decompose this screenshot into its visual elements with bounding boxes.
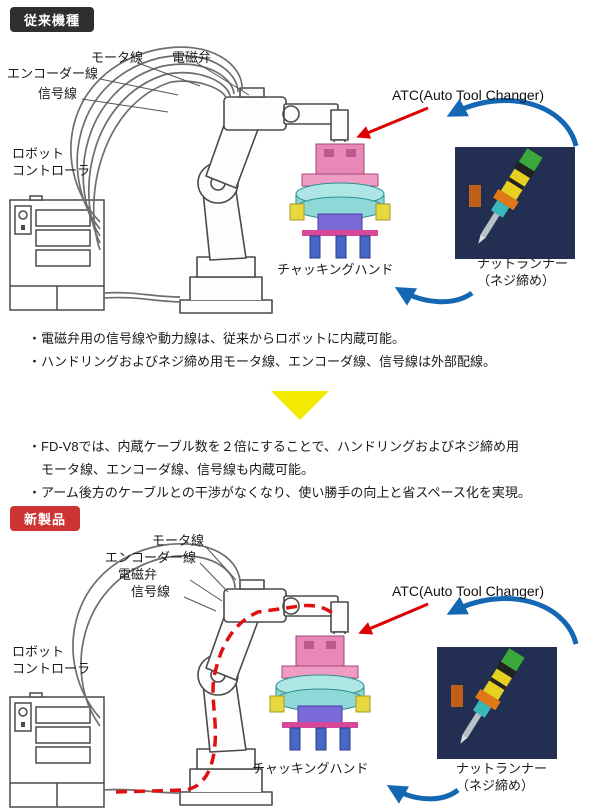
atc-pointer-arrow-old <box>356 106 429 139</box>
tool-swap-arrow-bottom-old <box>394 286 474 306</box>
label-atc-new: ATC(Auto Tool Changer) <box>392 583 544 599</box>
leader-lines-old <box>81 62 250 113</box>
label-motor-wire-old: モータ線 <box>91 50 144 65</box>
label-solenoid-valve-new: 電磁弁 <box>118 567 158 582</box>
notes-conventional: ・電磁弁用の信号線や動力線は、従来からロボットに内蔵可能。 ・ハンドリングおよび… <box>28 327 496 373</box>
note-line: ・電磁弁用の信号線や動力線は、従来からロボットに内蔵可能。 <box>28 331 406 346</box>
tool-swap-arrow-bottom-new <box>386 784 460 804</box>
note-line: ・アーム後方のケーブルとの干渉がなくなり、使い勝手の向上と省スペース化を実現。 <box>28 485 531 500</box>
label-chucking-hand-new: チャッキングハンド <box>252 761 369 776</box>
note-line: モータ線、エンコーダ線、信号線も内蔵可能。 <box>28 462 315 477</box>
note-line: ・ハンドリングおよびネジ締め用モータ線、エンコーダ線、信号線は外部配線。 <box>28 354 497 369</box>
nut-runner-image-new <box>437 646 557 759</box>
leader-lines-new <box>183 545 237 612</box>
label-signal-wire-new: 信号線 <box>131 584 171 599</box>
internal-cable-path <box>115 603 338 794</box>
label-encoder-wire-new: エンコーダー線 <box>105 550 197 565</box>
tool-swap-arrow-top-old <box>446 98 579 147</box>
label-nut-runner-old: ナットランナー （ネジ締め） <box>477 256 569 288</box>
yellow-down-arrow <box>271 391 329 420</box>
nut-runner-image-old <box>455 146 575 259</box>
new-section-art <box>9 543 579 808</box>
external-cables-old <box>70 46 243 303</box>
old-section-art <box>9 46 579 314</box>
tool-swap-arrow-top-new <box>446 596 579 645</box>
chucking-hand-image-old <box>287 141 394 263</box>
chucking-hand-image-new <box>267 633 374 755</box>
label-encoder-wire-old: エンコーダー線 <box>7 66 99 81</box>
label-chucking-hand-old: チャッキングハンド <box>277 262 394 277</box>
label-signal-wire-old: 信号線 <box>38 86 78 101</box>
note-line: ・FD-V8では、内蔵ケーブル数を２倍にすることで、ハンドリングおよびネジ締め用 <box>28 439 519 454</box>
label-robot-controller-new: ロボット コントローラ <box>12 644 91 676</box>
badge-new-product: 新製品 <box>10 506 81 531</box>
label-solenoid-valve-old: 電磁弁 <box>172 50 212 65</box>
label-atc-old: ATC(Auto Tool Changer) <box>392 87 544 103</box>
label-motor-wire-new: モータ線 <box>152 533 205 548</box>
notes-new-product: ・FD-V8では、内蔵ケーブル数を２倍にすることで、ハンドリングおよびネジ締め用… <box>28 435 531 504</box>
label-nut-runner-new: ナットランナー （ネジ締め） <box>456 761 548 793</box>
badge-conventional-model: 従来機種 <box>10 7 95 32</box>
label-robot-controller-old: ロボット コントローラ <box>12 146 91 178</box>
atc-pointer-arrow-new <box>358 602 429 635</box>
